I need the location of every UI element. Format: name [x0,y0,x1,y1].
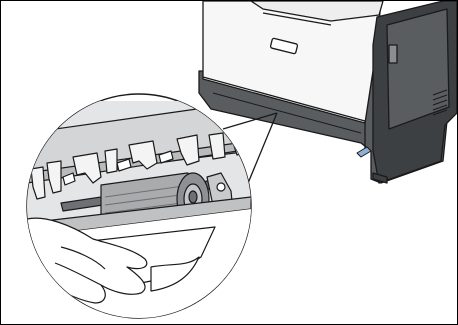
side-panel-face [387,9,449,129]
side-release-tab [389,45,397,63]
blue-lever [357,147,371,157]
magnified-view [27,94,251,321]
